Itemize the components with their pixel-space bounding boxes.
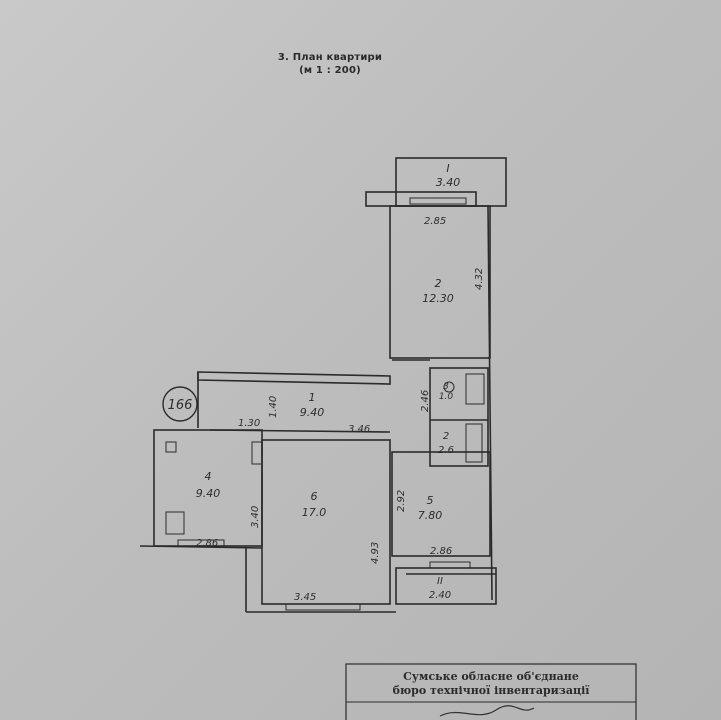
signature-mark — [439, 705, 535, 717]
sink-icon — [165, 441, 177, 453]
hall-wall-top — [197, 371, 391, 385]
balcony-bottom-number: II — [437, 576, 443, 587]
room-4-area: 9.40 — [196, 487, 221, 500]
dim-3-40: 3.40 — [250, 506, 261, 528]
room-6-outline — [261, 439, 391, 605]
room-2-number: 2 — [435, 277, 442, 290]
room-2-area: 12.30 — [422, 292, 454, 305]
room-6-area: 17.0 — [302, 506, 327, 519]
stamp-line-2: бюро технічної інвентаризації — [392, 684, 590, 697]
window-room-5 — [429, 561, 471, 569]
outer-wall-right — [487, 205, 493, 601]
bath-block-outline — [429, 367, 489, 467]
vent-shaft-icon — [251, 441, 263, 465]
dim-2-92: 2.92 — [396, 490, 407, 512]
window-room-6 — [285, 603, 361, 611]
dim-1-40: 1.40 — [268, 396, 279, 418]
bathtub-icon — [465, 423, 483, 463]
bath-fixture-icon — [465, 373, 485, 405]
dim-3-46: 3.46 — [348, 424, 370, 435]
dim-3-45: 3.45 — [294, 592, 316, 603]
dim-2-86-right: 2.86 — [430, 546, 452, 557]
room-3-number: 3 — [443, 382, 449, 392]
room-5-number: 5 — [427, 494, 434, 507]
window-room-4 — [177, 539, 225, 547]
dim-4-93: 4.93 — [370, 542, 381, 564]
room-2b-number: 2 — [443, 431, 449, 442]
plan-title: 3. План квартири — [277, 52, 383, 63]
dim-2-46: 2.46 — [420, 390, 431, 412]
balcony-top-area: 3.40 — [436, 176, 461, 189]
marker-label: 166 — [168, 398, 193, 413]
room-1-number: 1 — [309, 391, 316, 404]
dim-2-86-left: 2.86 — [196, 538, 218, 549]
marker-circle — [162, 386, 198, 422]
balcony-top-number: I — [446, 162, 449, 175]
room-5-outline — [391, 451, 491, 557]
dim-1-30: 1.30 — [238, 418, 260, 429]
room-2-outline — [389, 205, 491, 359]
room-1-area: 9.40 — [300, 406, 325, 419]
plan-scale: (м 1 : 200) — [299, 65, 361, 76]
room-4-base-wall — [139, 545, 263, 549]
room-4-number: 4 — [205, 470, 212, 483]
room-3-area: 1.0 — [439, 392, 454, 402]
room-5-area: 7.80 — [418, 509, 443, 522]
room-6-number: 6 — [311, 490, 318, 503]
stamp-box — [345, 663, 637, 720]
room-2b-area: 2.6 — [438, 445, 454, 456]
balcony-bottom-area: 2.40 — [429, 590, 451, 601]
dim-4-32: 4.32 — [474, 268, 485, 290]
toilet-icon — [443, 381, 455, 393]
window-top — [409, 197, 467, 205]
stamp-line-1: Сумське обласне об'єднане — [403, 670, 579, 683]
stove-icon — [165, 511, 185, 535]
dim-2-85: 2.85 — [424, 216, 446, 227]
